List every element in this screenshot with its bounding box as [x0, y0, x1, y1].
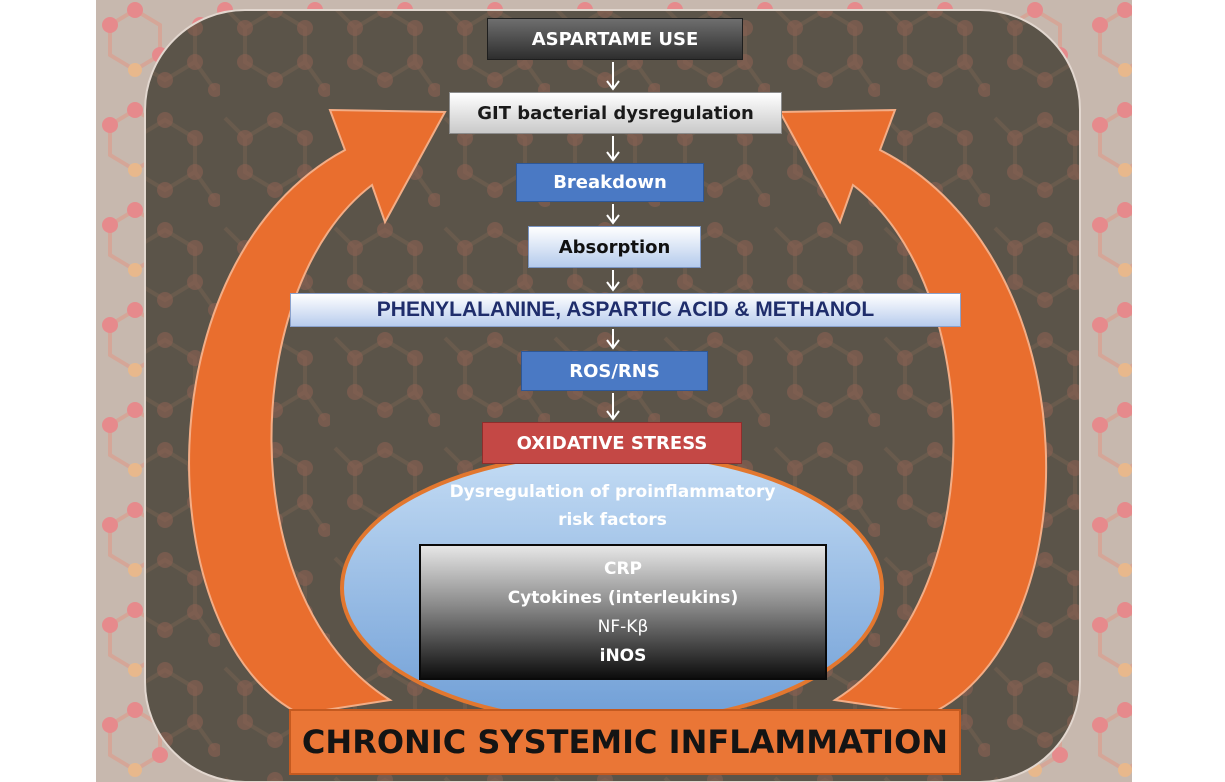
- marker-cytokines: Cytokines (interleukins): [507, 587, 739, 608]
- marker-inos: iNOS: [599, 645, 647, 666]
- marker-nf-kb: NF-Kβ: [597, 616, 649, 637]
- compounds-box: PHENYLALANINE, ASPARTIC ACID & METHANOL: [290, 293, 961, 327]
- right-feedback-arrow: [778, 108, 1048, 716]
- breakdown-box: Breakdown: [516, 163, 704, 202]
- oxidative-stress-box: OXIDATIVE STRESS: [482, 422, 742, 464]
- aspartame-use-box: ASPARTAME USE: [487, 18, 743, 60]
- inflammatory-markers-box: CRP Cytokines (interleukins) NF-Kβ iNOS: [419, 544, 827, 680]
- risk-factors-label: Dysregulation of proinflammatory risk fa…: [400, 478, 825, 534]
- flow-arrows: [606, 62, 620, 421]
- risk-factors-line-1: Dysregulation of proinflammatory: [449, 482, 776, 502]
- chronic-inflammation-box: CHRONIC SYSTEMIC INFLAMMATION: [289, 709, 961, 775]
- absorption-box: Absorption: [528, 226, 701, 268]
- git-dysregulation-box: GIT bacterial dysregulation: [449, 92, 782, 134]
- risk-factors-line-2: risk factors: [558, 510, 667, 530]
- left-feedback-arrow: [188, 108, 447, 716]
- ros-rns-box: ROS/RNS: [521, 351, 708, 391]
- marker-crp: CRP: [603, 558, 643, 579]
